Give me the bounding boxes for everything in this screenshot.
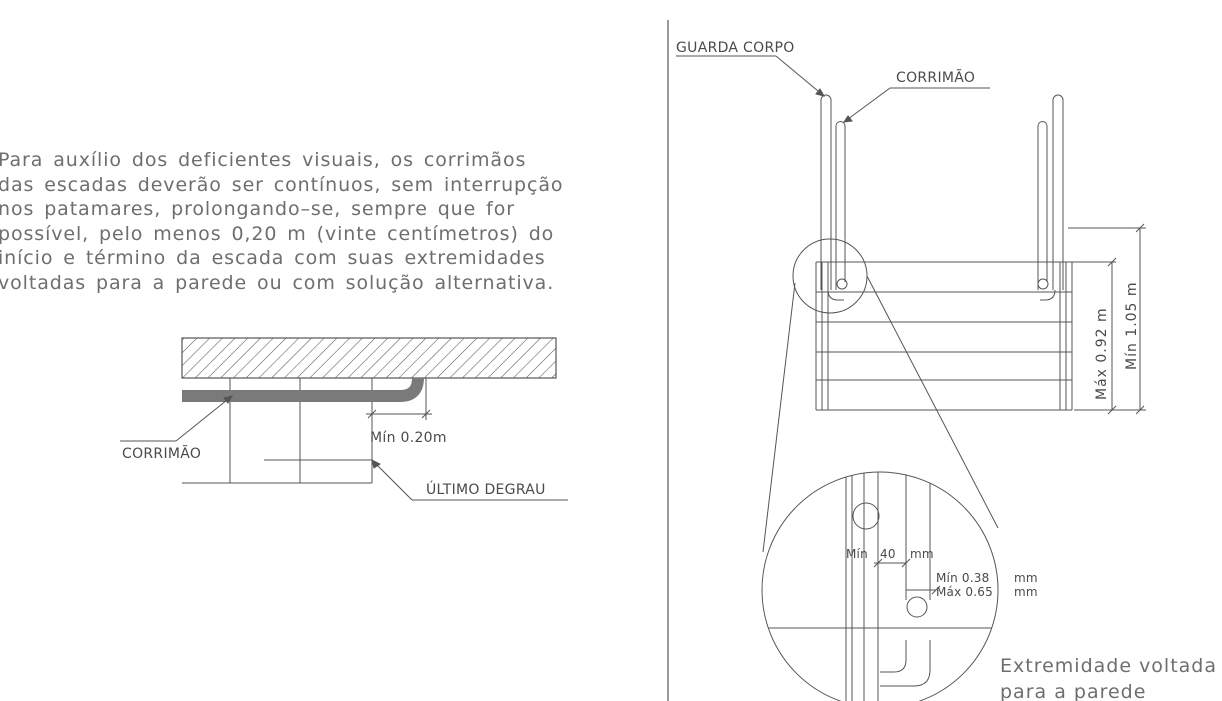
zoom-circle [761,471,999,701]
handrail-post-left [835,121,846,290]
plan-handrail-label: CORRIMÃO [122,445,201,462]
diameter-unit-2: mm [1014,585,1038,599]
diameter-unit-1: mm [1014,571,1038,585]
min-extension-label: Mín 0.20m [370,430,447,446]
end-note-line1: Extremidade voltada [1000,655,1217,677]
guard-section-circle [852,502,880,530]
gap-min-label: Mín [846,547,868,561]
end-note-line2: para a parede [1000,681,1146,701]
paragraph-line: início e término da escada com suas extr… [0,247,546,269]
guard-post-right [1052,94,1064,290]
min-height-label: Mín 1.05 m [1124,281,1140,370]
stair-elevation [676,55,1146,553]
handrail-plan [182,377,424,402]
accessibility-paragraph: Para auxílio dos deficientes visuais, os… [0,148,658,295]
max-height-label: Máx 0.92 m [1094,307,1110,400]
zoom-detail [761,471,999,701]
max-diameter-label: Máx 0.65 [936,585,993,599]
elevation-handrail-label: CORRIMÃO [896,69,975,86]
gap-unit-label: mm [910,547,934,561]
paragraph-line: voltadas para a parede ou com solução al… [0,271,555,294]
guard-label: GUARDA CORPO [676,40,795,56]
handrail-post-right [1037,121,1048,290]
paragraph-line: Para auxílio dos deficientes visuais, os… [0,149,527,171]
handrail-section-circle [906,596,928,618]
gap-value-label: 40 [880,547,896,561]
detail-callout-circle [792,238,868,314]
min-diameter-label: Mín 0.38 [936,571,989,585]
paragraph-line: nos patamares, prolongando–se, sempre qu… [0,198,515,220]
paragraph-line: das escadas deverão ser contínuos, sem i… [0,173,564,196]
last-step-label: ÚLTIMO DEGRAU [426,480,546,498]
paragraph-line: possível, pelo menos 0,20 m (vinte centí… [0,222,555,245]
wall-hatch [181,337,557,379]
plan-detail [120,337,568,501]
guard-post-left [820,94,832,290]
